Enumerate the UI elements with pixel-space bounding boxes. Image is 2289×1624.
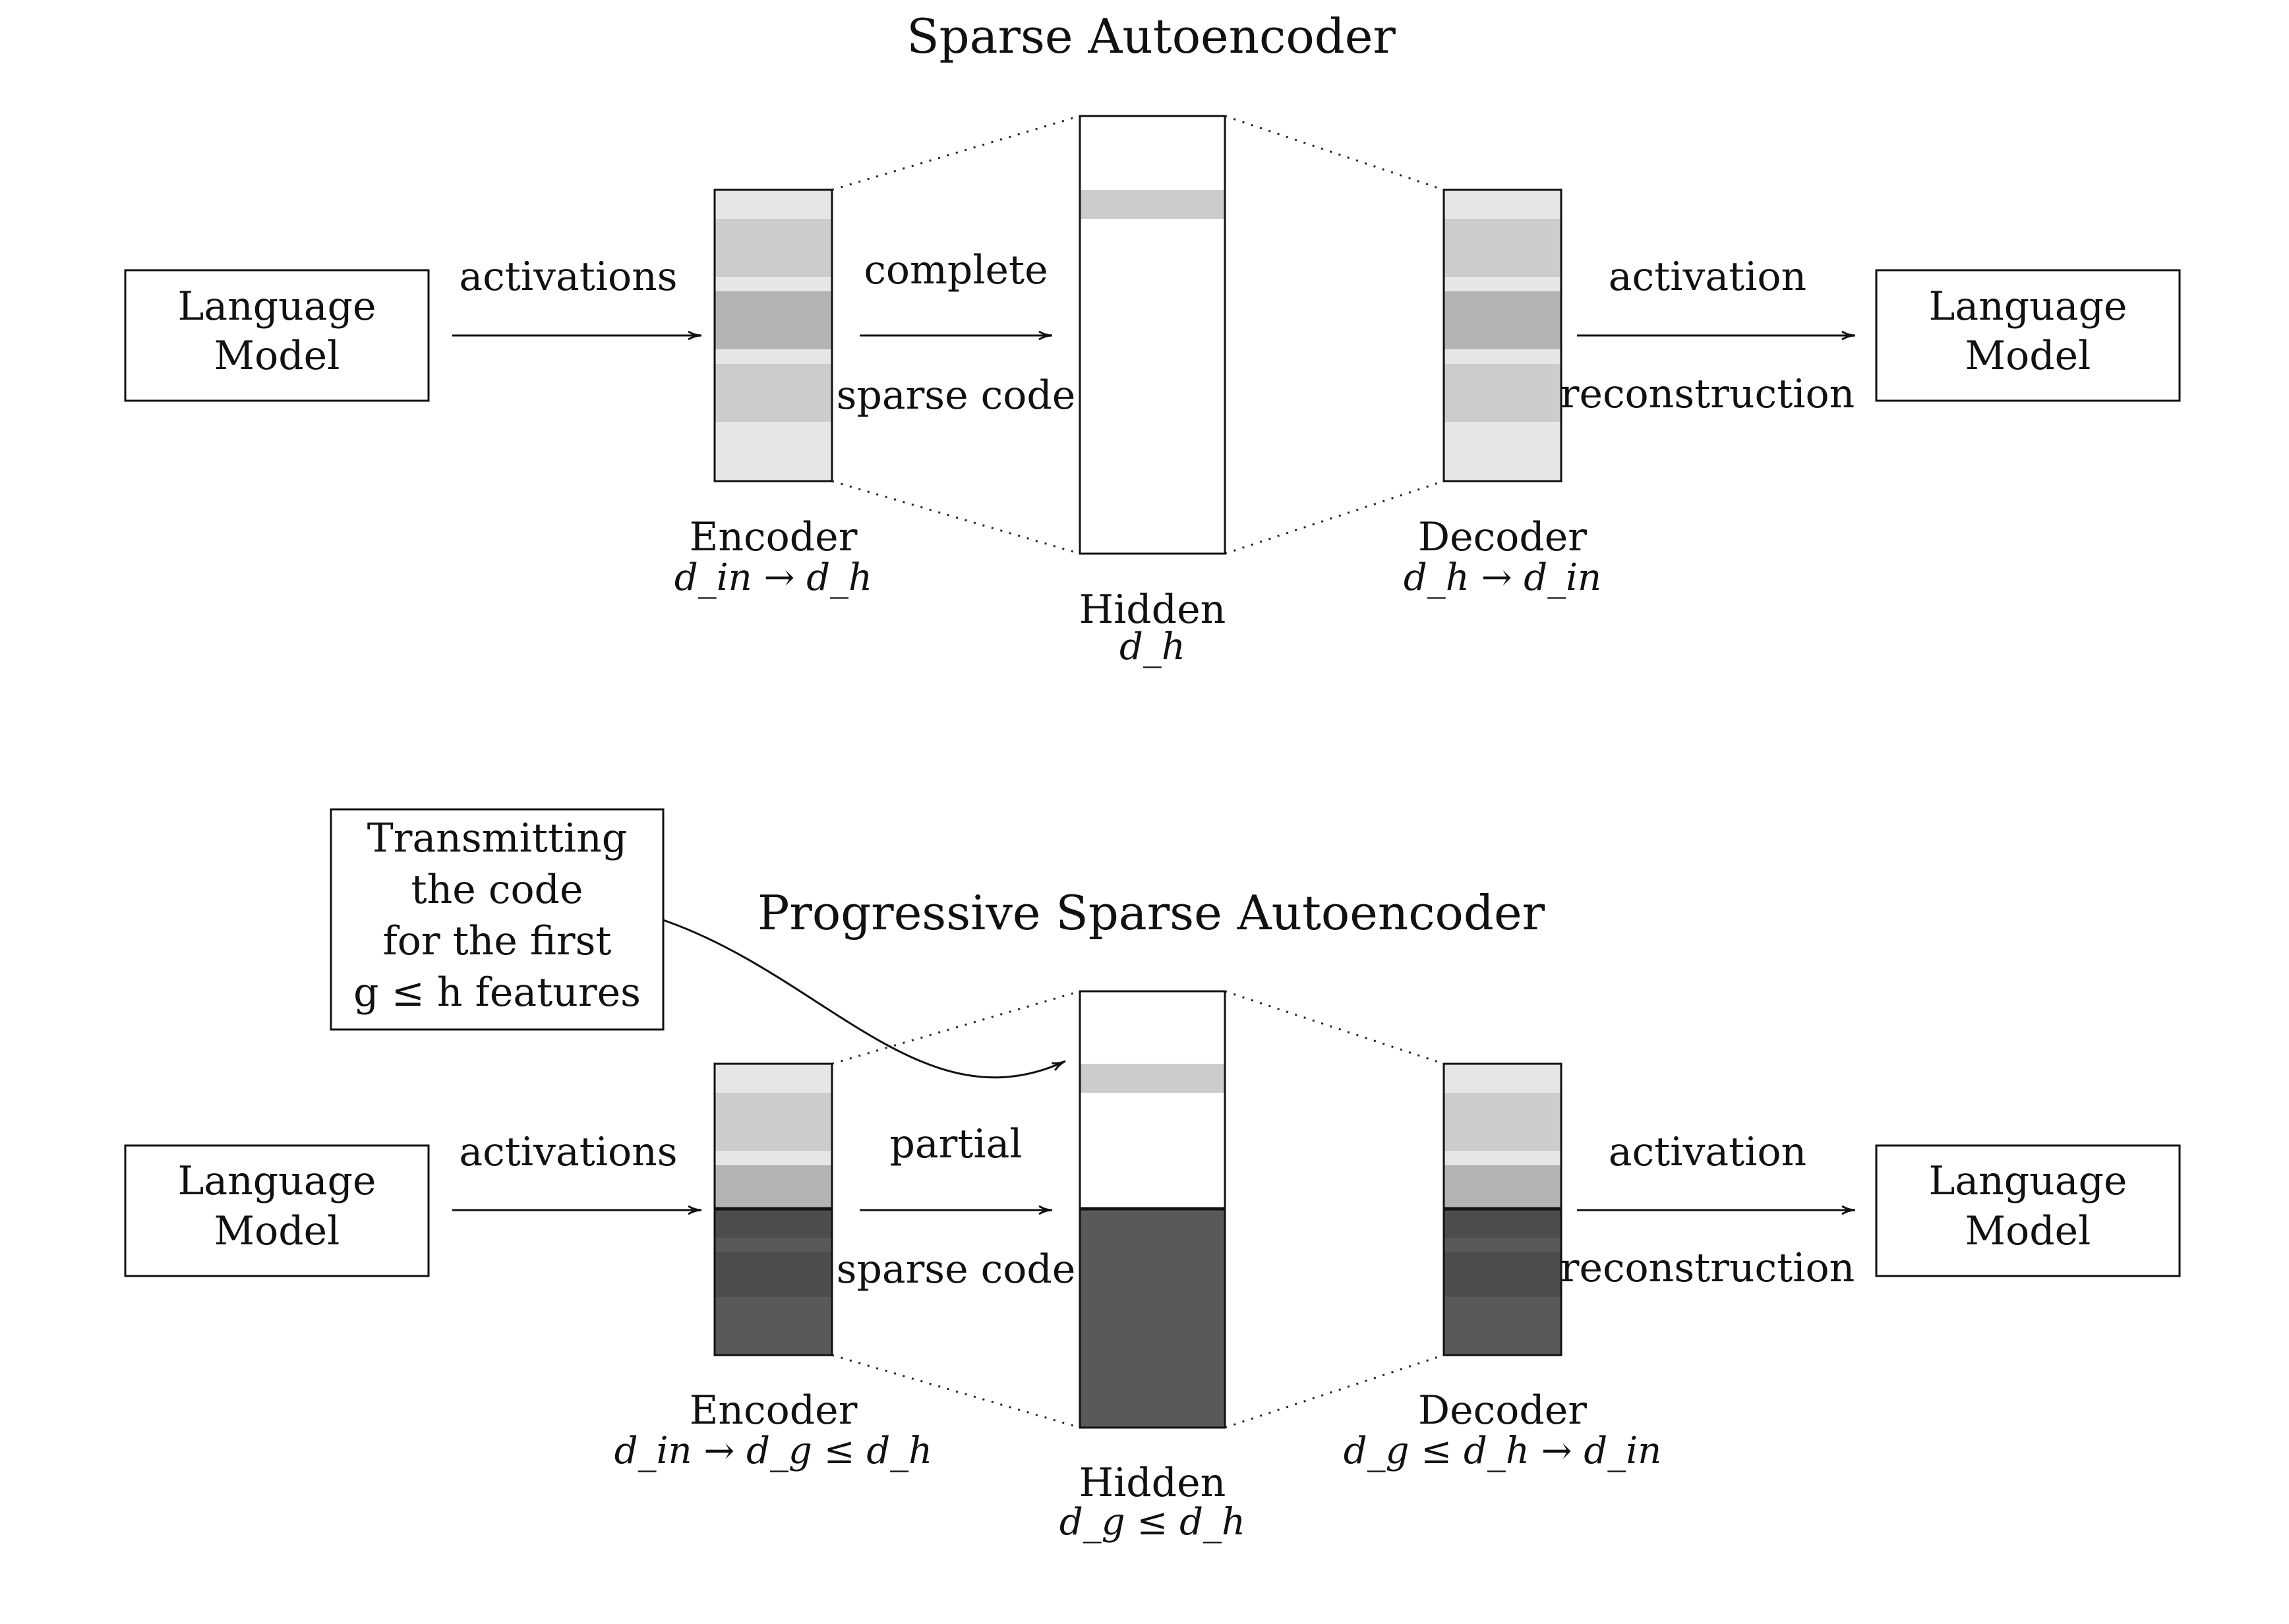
lm-left-line2: Model	[214, 333, 340, 379]
recon-top-label: activation	[1609, 1129, 1806, 1175]
decoder-label: Decoder	[1418, 514, 1587, 560]
lm-right-line1: Language	[1929, 1158, 2127, 1204]
note-line4: g ≤ h features	[353, 970, 641, 1016]
sae-title: Sparse Autoencoder	[907, 9, 1396, 64]
activations-label: activations	[459, 1129, 677, 1175]
lm-right-line2: Model	[1965, 1208, 2091, 1254]
note-line3: for the first	[382, 918, 611, 964]
encoder-label: Encoder	[690, 1387, 858, 1434]
lm-left-line2: Model	[214, 1208, 340, 1254]
lm-right-line1: Language	[1929, 283, 2127, 330]
dotted-connector	[831, 990, 1081, 1065]
dotted-connector	[1224, 990, 1444, 1065]
encoder-block	[713, 188, 833, 482]
note-line2: the code	[411, 867, 583, 913]
hidden-dim-label: d_h	[1119, 625, 1185, 668]
note-line1: Transmitting	[367, 815, 627, 861]
hidden-label: Hidden	[1079, 587, 1226, 633]
language-model-input-box: Language Model	[124, 1144, 430, 1277]
dotted-connector	[1224, 480, 1444, 555]
dotted-connector	[831, 1354, 1081, 1429]
activations-label: activations	[459, 254, 677, 300]
decoder-block	[1442, 188, 1562, 482]
code-bottom-label: sparse code	[837, 372, 1076, 419]
decoder-label: Decoder	[1418, 1387, 1587, 1434]
hidden-layer	[1079, 990, 1226, 1429]
dotted-connector	[831, 115, 1081, 191]
lm-right-line2: Model	[1965, 333, 2091, 379]
lm-left-line1: Language	[178, 1158, 376, 1204]
encoder-dim-label: d_in → d_h	[674, 556, 872, 599]
language-model-output-box: Language Model	[1875, 1144, 2181, 1277]
code-top-label: complete	[864, 247, 1048, 293]
encoder-dim-label: d_in → d_g ≤ d_h	[614, 1430, 932, 1472]
sae-diagram: Sparse Autoencoder Language Model activa…	[124, 9, 2181, 668]
language-model-input-box: Language Model	[124, 269, 430, 402]
code-top-label: partial	[889, 1121, 1022, 1167]
encoder-label: Encoder	[690, 514, 858, 560]
dotted-connector	[831, 480, 1081, 555]
hidden-label: Hidden	[1079, 1460, 1226, 1506]
transmitting-note-box: Transmitting the code for the first g ≤ …	[330, 808, 665, 1031]
decoder-block	[1442, 1062, 1562, 1356]
psae-title: Progressive Sparse Autoencoder	[758, 885, 1545, 941]
language-model-output-box: Language Model	[1875, 269, 2181, 402]
recon-bottom-label: reconstruction	[1561, 1245, 1855, 1291]
hidden-layer	[1079, 115, 1226, 555]
recon-bottom-label: reconstruction	[1561, 371, 1855, 417]
decoder-dim-label: d_h → d_in	[1404, 556, 1601, 599]
dotted-connector	[1224, 1354, 1444, 1429]
hidden-dim-label: d_g ≤ d_h	[1059, 1501, 1245, 1544]
recon-top-label: activation	[1609, 254, 1806, 300]
decoder-dim-label: d_g ≤ d_h → d_in	[1344, 1430, 1661, 1472]
lm-left-line1: Language	[178, 283, 376, 330]
encoder-block	[713, 1062, 833, 1356]
code-bottom-label: sparse code	[837, 1246, 1076, 1292]
note-curved-arrow	[663, 919, 1066, 1079]
dotted-connector	[1224, 115, 1444, 191]
progressive-sae-diagram: Progressive Sparse Autoencoder Transmitt…	[124, 808, 2181, 1544]
